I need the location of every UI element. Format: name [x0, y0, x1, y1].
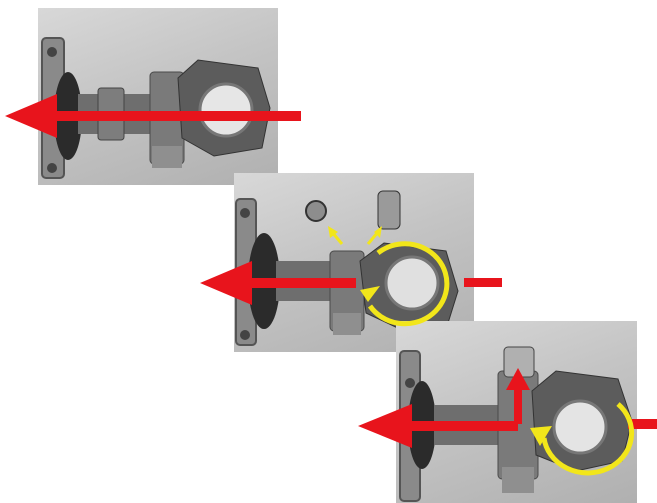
valve-assembly-photo — [396, 321, 637, 503]
removed-valve-insert — [378, 191, 400, 229]
bracket-screw-top — [47, 47, 57, 57]
photo-panel-step-3 — [396, 321, 637, 503]
bracket-screw-top — [240, 208, 250, 218]
union-nut — [248, 233, 280, 329]
threaded-outlet — [502, 467, 534, 493]
tee-fitting — [498, 371, 538, 479]
pressure-gauge — [386, 257, 438, 309]
bracket-screw-bottom — [240, 330, 250, 340]
pressure-gauge — [200, 84, 252, 136]
fitted-valve-insert — [504, 347, 534, 377]
valve-assembly-photo — [38, 8, 278, 185]
union-nut — [54, 72, 82, 160]
bracket-screw-bottom — [47, 163, 57, 173]
removed-cap — [306, 201, 326, 221]
threaded-outlet — [333, 313, 361, 335]
pressure-gauge — [554, 401, 606, 453]
photo-panel-step-1 — [38, 8, 278, 185]
union-nut — [408, 381, 436, 469]
hex-fitting — [98, 88, 124, 140]
bracket-screw-top — [405, 378, 415, 388]
threaded-outlet — [152, 146, 182, 168]
